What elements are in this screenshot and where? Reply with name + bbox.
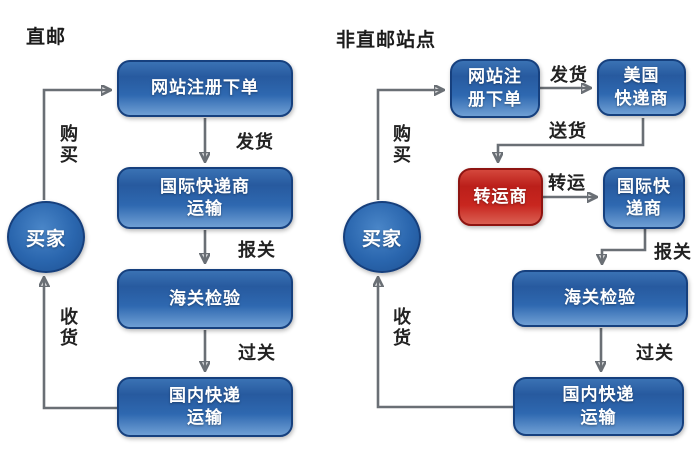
- right-edge-label-declare: 报关: [654, 242, 692, 262]
- left-node-customs: 海关检验: [117, 269, 293, 329]
- right-edge-declare-line: [602, 229, 647, 263]
- left-node-intl-courier: 国际快递商 运输: [117, 167, 293, 229]
- right-edge-label-receive: 收货: [393, 307, 411, 348]
- right-node-customs: 海关检验: [512, 270, 688, 327]
- right-node-order-label: 网站注 册下单: [468, 67, 522, 109]
- left-edge-label-buy: 购买: [60, 124, 78, 165]
- right-edge-label-deliver: 送货: [549, 121, 587, 141]
- left-buyer-circle: 买家: [7, 201, 85, 273]
- right-edge-buy-line: [376, 90, 443, 200]
- right-node-forwarder-label: 转运商: [473, 186, 528, 206]
- right-node-domestic-courier-label: 国内快递 运输: [562, 385, 635, 427]
- right-node-us-courier-label: 美国 快递商: [614, 66, 669, 108]
- left-edge-label-ship: 发货: [236, 132, 274, 152]
- left-edge-label-declare: 报关: [238, 240, 276, 260]
- left-buyer-label: 买家: [25, 228, 66, 250]
- right-node-forwarder: 转运商: [458, 168, 543, 226]
- right-node-order: 网站注 册下单: [450, 59, 540, 118]
- right-node-domestic-courier: 国内快递 运输: [513, 377, 684, 436]
- right-buyer-label: 买家: [361, 228, 402, 250]
- right-node-intl-courier-label: 国际快 递商: [617, 176, 671, 218]
- left-node-customs-label: 海关检验: [169, 288, 241, 308]
- right-edge-receive-line: [378, 278, 513, 409]
- left-node-intl-courier-label: 国际快递商 运输: [160, 176, 250, 218]
- left-edge-buy-line: [42, 90, 110, 200]
- left-node-order-label: 网站注册下单: [151, 78, 259, 98]
- right-buyer-circle: 买家: [343, 201, 421, 273]
- right-edge-label-clear: 过关: [636, 343, 674, 363]
- left-node-domestic-courier-label: 国内快递 运输: [169, 385, 241, 427]
- right-edge-label-ship: 发货: [550, 65, 588, 85]
- left-edge-label-clear: 过关: [238, 343, 276, 363]
- right-node-intl-courier: 国际快 递商: [603, 167, 685, 229]
- right-edge-label-buy: 购买: [393, 124, 411, 165]
- left-flow-title: 直邮: [26, 27, 67, 48]
- right-edge-deliver-line: [498, 118, 645, 161]
- right-edge-label-transfer: 转运: [548, 173, 586, 193]
- left-edge-receive-line: [44, 278, 117, 410]
- left-node-domestic-courier: 国内快递 运输: [117, 377, 293, 437]
- right-node-customs-label: 海关检验: [564, 288, 636, 308]
- left-node-order: 网站注册下单: [117, 60, 293, 117]
- left-edge-label-receive: 收货: [60, 307, 78, 348]
- right-flow-title: 非直邮站点: [336, 30, 437, 51]
- right-node-us-courier: 美国 快递商: [597, 59, 686, 116]
